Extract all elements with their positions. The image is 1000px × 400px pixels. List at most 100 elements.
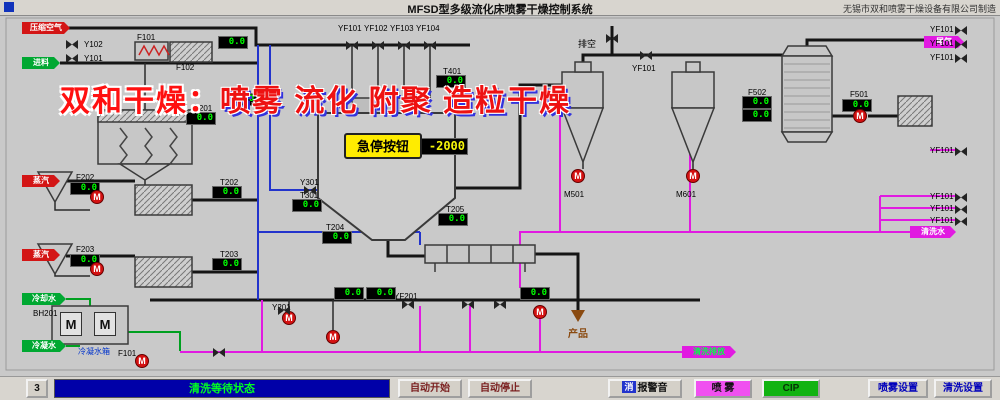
mute-alarm-button[interactable]: 消报警音 — [608, 379, 682, 398]
equipment-label: YF101 — [930, 204, 954, 213]
equipment-label: YF101 — [930, 192, 954, 201]
valve-icon — [955, 193, 967, 202]
value-display: 0.0 — [218, 36, 248, 49]
emergency-stop-button[interactable]: 急停按钮 — [344, 133, 422, 159]
heater-b — [134, 256, 193, 288]
spray-button[interactable]: 喷 雾 — [694, 379, 752, 398]
auto-stop-button[interactable]: 自动停止 — [468, 379, 532, 398]
equipment-label: F101 — [137, 33, 156, 42]
app-icon — [4, 2, 14, 12]
equipment-label: YF101 — [930, 25, 954, 34]
pipes-water — [66, 298, 181, 351]
value-display: 0.0 — [292, 199, 322, 212]
fluid-bed — [424, 244, 536, 264]
equipment-label: F502 — [748, 88, 767, 97]
equipment-label: BH201 — [33, 309, 58, 318]
equipment-label: Y201 — [272, 303, 291, 312]
flow-source-tag: 尾气 — [924, 36, 964, 48]
flow-source-tag: 冷凝水 — [22, 340, 66, 352]
heat-exchanger — [781, 55, 833, 133]
equipment-label: Y102 — [84, 40, 103, 49]
manufacturer-label: 无锡市双和喷雾干燥设备有限公司制造 — [842, 4, 996, 14]
valve-icon — [494, 300, 506, 309]
equipment-label: T203 — [220, 250, 239, 259]
valve-icon — [304, 186, 316, 195]
equipment-label: YF103 — [390, 24, 414, 33]
cip-button[interactable]: CIP — [762, 379, 820, 398]
value-display: 0.0 — [238, 93, 268, 106]
equipment-label: T202 — [220, 178, 239, 187]
equipment-label: YF101 — [930, 39, 954, 48]
equipment-label: 产品 — [568, 329, 588, 340]
equipment-detail-lines — [784, 63, 830, 129]
valve-icon — [640, 51, 652, 60]
valve-icon — [278, 306, 290, 315]
equipment-label: T205 — [446, 205, 465, 214]
equipment-label: YF101 — [632, 64, 656, 73]
motor-icon: M — [94, 312, 116, 336]
counter-button[interactable]: 3 — [26, 379, 48, 398]
pump-icon: M — [135, 354, 149, 368]
valve-icon — [955, 26, 967, 35]
cyclone-1 — [561, 71, 604, 109]
equipment-label: T204 — [326, 223, 345, 232]
flow-source-tag: 进料 — [22, 57, 60, 69]
value-display: 0.0 — [334, 287, 364, 300]
schematic-frame — [5, 17, 995, 371]
valve-icon — [955, 147, 967, 156]
air-filter — [169, 41, 213, 63]
valve-icon — [372, 41, 384, 50]
title-bar: MFSD型多级流化床喷雾干燥控制系统 无锡市双和喷雾干燥设备有限公司制造 — [0, 0, 1000, 16]
pump-icon: M — [571, 169, 585, 183]
valve-icon — [462, 300, 474, 309]
flame-icon — [138, 44, 170, 57]
pump-icon: M — [533, 305, 547, 319]
heater-a — [134, 184, 193, 216]
valve-icon — [402, 300, 414, 309]
valve-icon — [424, 41, 436, 50]
equipment-label: M601 — [676, 190, 697, 199]
flow-source-tag: 压缩空气 — [22, 22, 70, 34]
pump-icon: M — [90, 262, 104, 276]
value-display: -2000 — [420, 138, 468, 155]
equipment-label: YF104 — [416, 24, 440, 33]
equipment-label: 排空 — [578, 39, 597, 49]
equipment-label: F202 — [76, 173, 95, 182]
value-display: 0.0 — [212, 186, 242, 199]
auto-start-button[interactable]: 自动开始 — [398, 379, 462, 398]
value-display: 0.0 — [366, 287, 396, 300]
value-display: 0.0 — [742, 109, 772, 122]
valve-icon — [955, 217, 967, 226]
pump-icon: M — [90, 190, 104, 204]
valve-icon — [606, 34, 618, 43]
equipment-label: YF201 — [394, 292, 418, 301]
equipment-label: T201 — [194, 104, 213, 113]
flow-source-tag: 蒸汽 — [22, 175, 60, 187]
pump-icon: M — [326, 330, 340, 344]
exhaust-filter — [897, 95, 933, 127]
equipment-label: Y301 — [300, 178, 319, 187]
equipment-label: M501 — [564, 190, 585, 199]
equipment-label: YF101 — [930, 146, 954, 155]
flow-source-tag: 清洗排放 — [682, 346, 736, 358]
valve-icon — [213, 348, 225, 357]
valve-icon — [346, 41, 358, 50]
equipment-label: YF101 — [930, 216, 954, 225]
product-arrow-icon — [571, 310, 585, 322]
equipment-label: F101 — [118, 349, 137, 358]
pump-icon: M — [853, 109, 867, 123]
equipment-label: YF102 — [364, 24, 388, 33]
filter-bags — [119, 127, 526, 272]
valve-icon — [66, 40, 78, 49]
value-display: 0.0 — [436, 75, 466, 88]
equipment-label: F102 — [176, 63, 195, 72]
value-display: 0.0 — [322, 231, 352, 244]
equipment-label: Y101 — [84, 54, 103, 63]
spray-settings-button[interactable]: 喷雾设置 — [868, 379, 928, 398]
valve-icon — [955, 54, 967, 63]
valve-icon — [955, 205, 967, 214]
clean-settings-button[interactable]: 清洗设置 — [934, 379, 992, 398]
